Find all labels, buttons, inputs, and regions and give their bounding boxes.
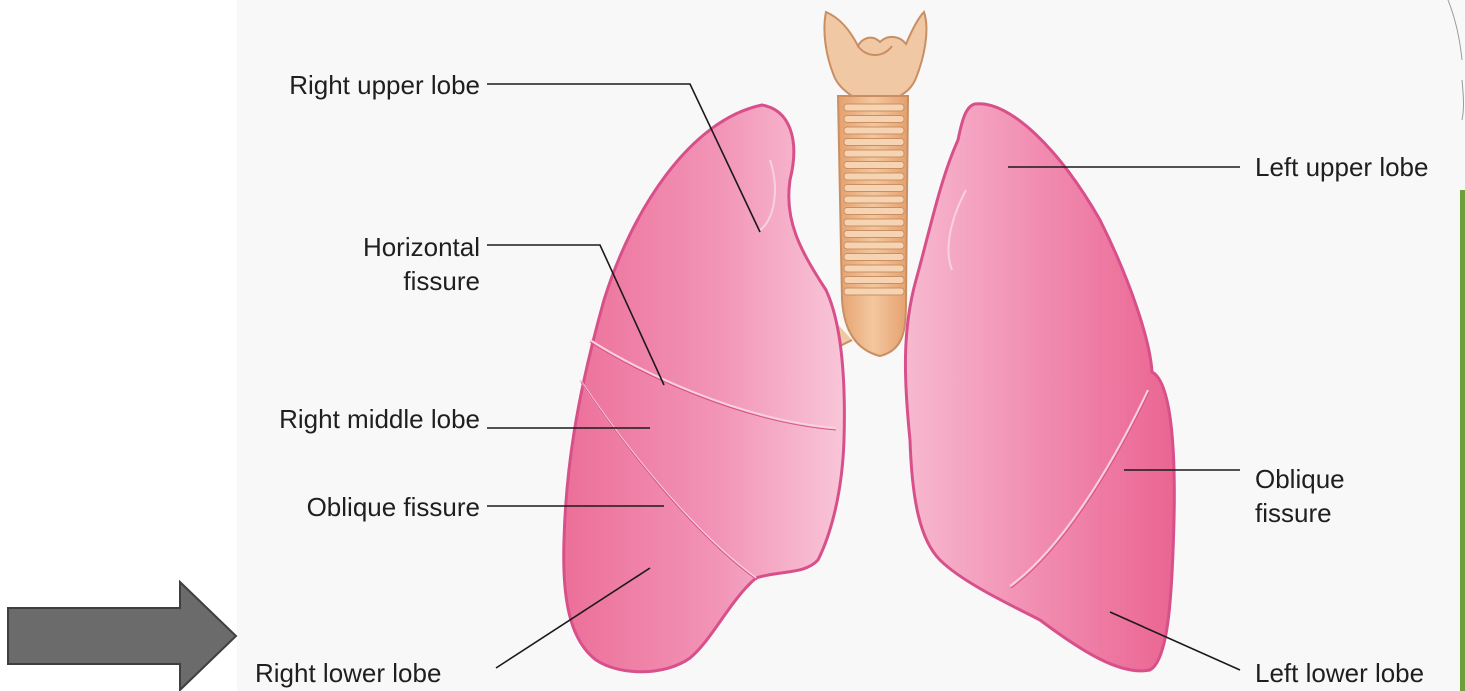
- trachea-cartilage-rings: [844, 104, 904, 295]
- cartilage-ring: [844, 265, 904, 272]
- cartilage-ring: [844, 162, 904, 169]
- right-arrow-icon[interactable]: [8, 582, 236, 690]
- cartilage-ring: [844, 231, 904, 238]
- cartilage-ring: [844, 139, 904, 146]
- cartilage-ring: [844, 116, 904, 123]
- label-left-upper-lobe: Left upper lobe: [1255, 150, 1465, 184]
- right-lung: [564, 105, 845, 672]
- label-right-upper-lobe: Right upper lobe: [240, 68, 480, 102]
- label-oblique-fissure-right-line1: Oblique: [1255, 462, 1445, 496]
- cartilage-ring: [844, 173, 904, 180]
- label-right-lower-lobe: Right lower lobe: [255, 656, 495, 690]
- cartilage-ring: [844, 208, 904, 215]
- cartilage-ring: [844, 242, 904, 249]
- cartilage-ring: [844, 150, 904, 157]
- label-oblique-fissure-right-line2: fissure: [1255, 496, 1445, 530]
- label-oblique-fissure-right-side: Oblique fissure: [1255, 462, 1445, 530]
- cartilage-ring: [844, 219, 904, 226]
- cartilage-ring: [844, 196, 904, 203]
- cartilage-ring: [844, 185, 904, 192]
- label-horizontal-fissure-line1: Horizontal: [240, 230, 480, 264]
- label-oblique-fissure-left-side: Oblique fissure: [200, 490, 480, 524]
- cartilage-ring: [844, 288, 904, 295]
- accent-stripe: [1460, 190, 1465, 691]
- label-horizontal-fissure: Horizontal fissure: [240, 230, 480, 298]
- cartilage-ring: [844, 104, 904, 111]
- label-right-middle-lobe: Right middle lobe: [200, 402, 480, 436]
- cartilage-ring: [844, 127, 904, 134]
- left-lung: [905, 104, 1174, 671]
- label-left-lower-lobe: Left lower lobe: [1255, 656, 1465, 690]
- label-horizontal-fissure-line2: fissure: [240, 264, 480, 298]
- cartilage-ring: [844, 254, 904, 261]
- cartilage-ring: [844, 277, 904, 284]
